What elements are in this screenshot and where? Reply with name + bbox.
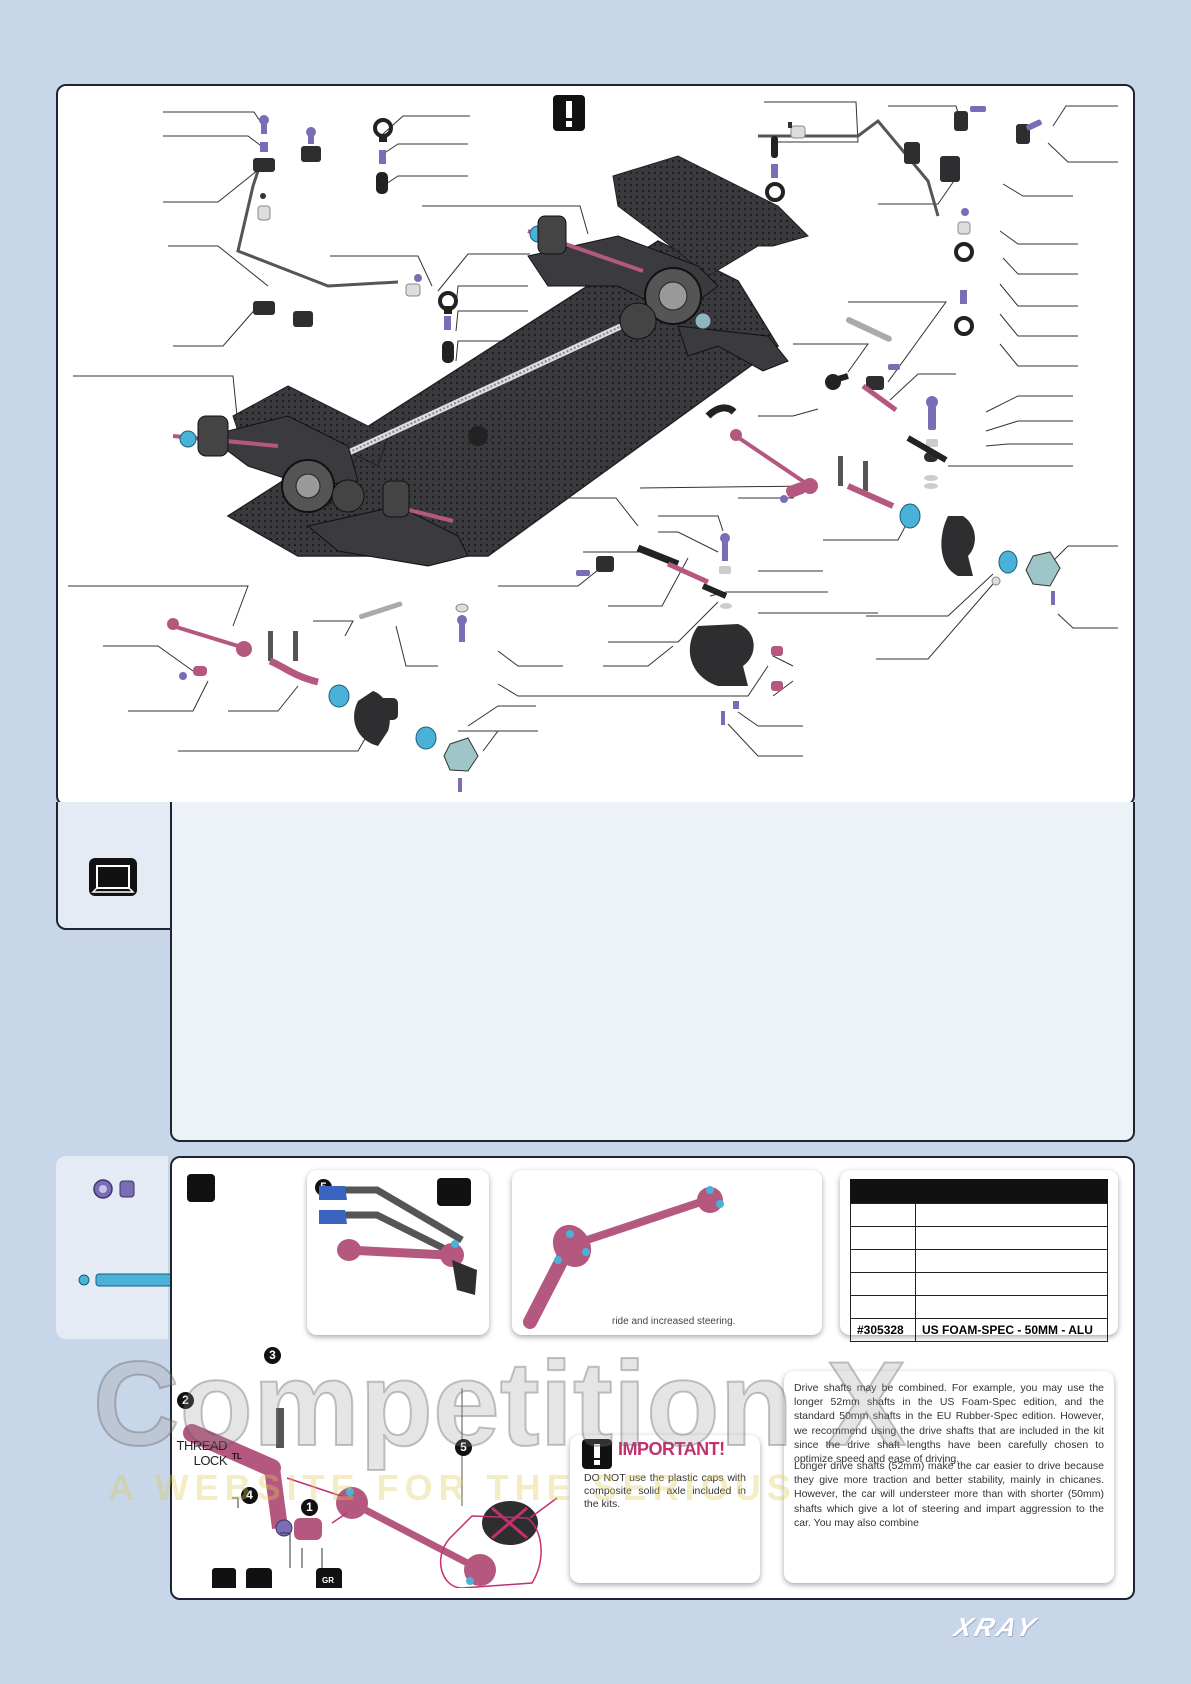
important-title: IMPORTANT! xyxy=(618,1439,725,1459)
drive-shaft-image-card: ride and increased steering. xyxy=(512,1170,822,1335)
important-text: DO NOT use the plastic caps with composi… xyxy=(584,1472,746,1510)
spacer-icon xyxy=(119,1180,135,1198)
washer-icon xyxy=(93,1179,113,1199)
tl-badge: TL xyxy=(232,1452,242,1461)
xray-logo: XRAY xyxy=(951,1612,1042,1642)
part-code xyxy=(850,1203,916,1227)
part-desc xyxy=(915,1272,1108,1296)
notes-paragraph-2: Longer drive shafts (52mm) make the car … xyxy=(794,1460,1104,1529)
callout-number: 2 xyxy=(177,1392,194,1409)
important-icon xyxy=(553,95,585,131)
callout-number: 1 xyxy=(301,1499,318,1516)
part-desc xyxy=(915,1203,1108,1227)
drive-shaft-step-panel: 5 ride and increased steering. xyxy=(170,1156,1135,1600)
table-row xyxy=(850,1203,1108,1227)
notes-panel xyxy=(170,802,1135,1142)
notes-icon xyxy=(89,858,137,896)
table-row xyxy=(850,1272,1108,1296)
table-row xyxy=(850,1295,1108,1319)
important-icon xyxy=(582,1439,612,1469)
callout-number: 5 xyxy=(455,1439,472,1456)
detail-step-box xyxy=(437,1178,471,1206)
drive-shaft-notes-card: Drive shafts may be combined. For exampl… xyxy=(784,1371,1114,1583)
thread-lock-label: THREAD LOCK xyxy=(176,1438,228,1468)
part-desc: US FOAM-SPEC - 50MM - ALU xyxy=(915,1318,1108,1342)
notes-tab xyxy=(56,802,172,930)
callout-number: 4 xyxy=(241,1487,258,1504)
chassis-exploded-diagram xyxy=(68,101,1118,792)
table-row xyxy=(850,1226,1108,1250)
pin-icon xyxy=(78,1273,173,1287)
shaft-caption: ride and increased steering. xyxy=(612,1316,736,1327)
part-code xyxy=(850,1249,916,1273)
part-code xyxy=(850,1295,916,1319)
table-header-bar xyxy=(850,1179,1108,1203)
part-code xyxy=(850,1272,916,1296)
drive-shaft-drawing xyxy=(523,1186,724,1329)
gr-badge: GR xyxy=(322,1576,334,1585)
pliers-detail-card: 5 xyxy=(307,1170,489,1335)
part-code: #305328 xyxy=(850,1318,916,1342)
exploded-view-panel xyxy=(56,84,1135,806)
table-row xyxy=(850,1249,1108,1273)
part-desc xyxy=(915,1249,1108,1273)
pliers-drawing xyxy=(319,1186,477,1295)
parts-tab xyxy=(56,1156,173,1339)
notes-paragraph-1: Drive shafts may be combined. For exampl… xyxy=(794,1382,1104,1466)
step-number-box xyxy=(187,1174,215,1202)
part-desc xyxy=(915,1226,1108,1250)
callout-number: 3 xyxy=(264,1347,281,1364)
part-desc xyxy=(915,1295,1108,1319)
important-card: IMPORTANT! DO NOT use the plastic caps w… xyxy=(570,1435,760,1583)
part-code xyxy=(850,1226,916,1250)
drive-shaft-assembly-drawing xyxy=(183,1388,558,1588)
